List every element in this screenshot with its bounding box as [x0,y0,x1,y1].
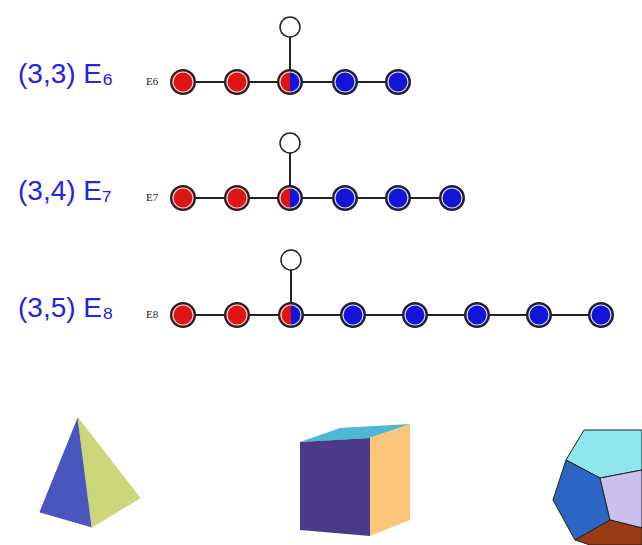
series-label: (3,3) E₆ [18,60,113,88]
cube [300,424,410,536]
series-label: (3,5) E₈ [18,294,114,322]
dodecahedron [553,430,642,545]
tetrahedron [40,418,140,527]
diagram-label: E6 [146,76,158,87]
diagram-label: E8 [146,309,158,320]
diagram-label: E7 [146,192,158,203]
dynkin-diagrams [171,17,613,327]
series-label: (3,4) E₇ [18,177,112,205]
